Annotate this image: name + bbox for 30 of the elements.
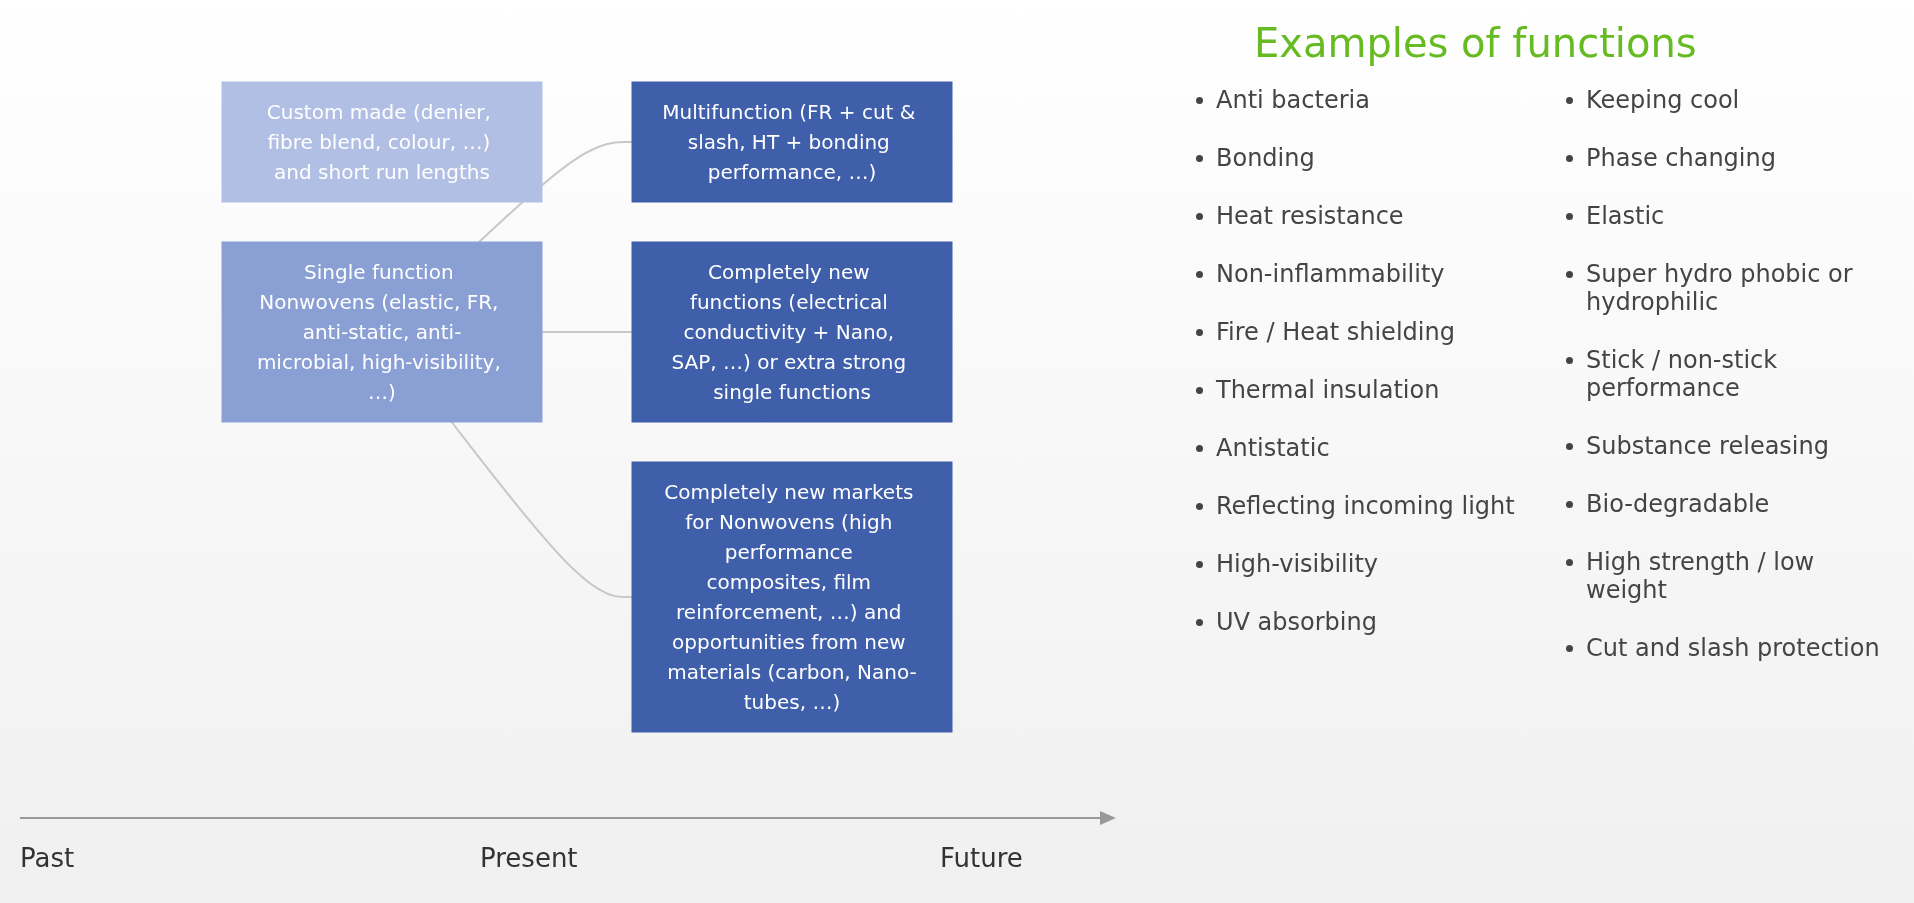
node-box: Multifunction (FR + cut & slash, HT + bonding performance, …) [631,81,953,202]
node-box: Completely new markets for Nonwovens (high performance composites, film reinforcement, …) and opportunities from new materials (carbon, Nano-tubes, …) [631,461,953,732]
list-item: Elastic [1564,202,1894,230]
list-item: Reflecting incoming light [1194,492,1524,520]
connector [450,420,633,598]
list-item: UV absorbing [1194,608,1524,636]
heading: Examples of functions [1254,20,1697,66]
list-item: Fire / Heat shielding [1194,318,1524,346]
list-item: Stick / non-stick performance [1564,346,1894,402]
node-box: Custom made (denier, fibre blend, colour, …) and short run lengths [221,81,543,202]
list-item: Anti bacteria [1194,86,1524,114]
list-item: High-visibility [1194,550,1524,578]
list-item: Substance releasing [1564,432,1894,460]
list-item: Heat resistance [1194,202,1524,230]
timeline-label: Present [480,843,578,873]
timeline-label: Past [20,843,75,873]
node-box: Completely new functions (electrical conductivity + Nano, SAP, …) or extra strong single functions [631,241,953,422]
list-item: Thermal insulation [1194,376,1524,404]
list-item: Antistatic [1194,434,1524,462]
list-item: Super hydro phobic or hydrophilic [1564,260,1894,316]
list-item: Phase changing [1564,144,1894,172]
list-item: High strength / low weight [1564,548,1894,604]
timeline-label: Future [940,843,1023,873]
connector [541,330,633,333]
list-item: Cut and slash protection [1564,634,1894,662]
node-box: Single function Nonwovens (elastic, FR, anti-static, anti-microbial, high-visibility, …) [221,241,543,422]
list-item: Keeping cool [1564,86,1894,114]
list-item: Bonding [1194,144,1524,172]
list-item: Bio-degradable [1564,490,1894,518]
list-item: Non-inflammability [1194,260,1524,288]
